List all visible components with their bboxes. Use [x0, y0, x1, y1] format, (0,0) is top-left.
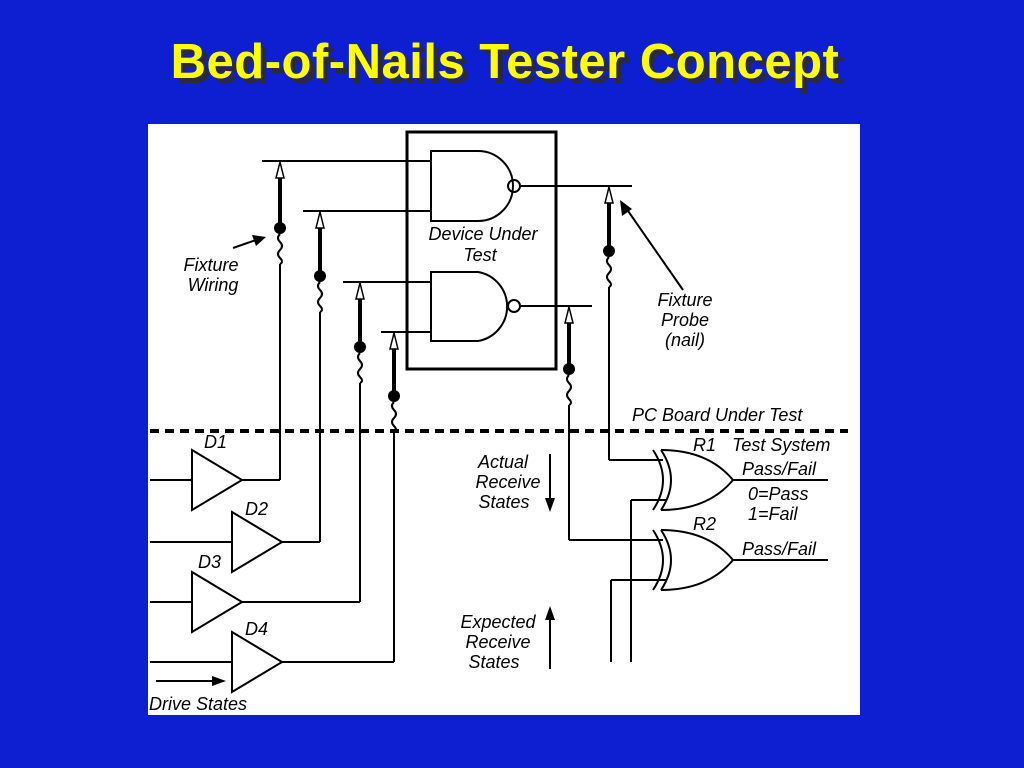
- pass-legend-label: 0=Pass: [748, 484, 809, 504]
- driver-d2-label: D2: [245, 499, 268, 519]
- fixture-probe-6: [563, 306, 663, 541]
- actual-receive-label: Actual: [477, 452, 529, 472]
- fixture-probe-arrow: [620, 200, 684, 291]
- fixture-probe-label-3: (nail): [665, 330, 705, 350]
- fixture-probe-label: Fixture: [657, 290, 712, 310]
- actual-receive-label-3: States: [478, 492, 529, 512]
- bed-of-nails-diagram: Fixture Wiring Device Under Test Fixture…: [148, 124, 860, 715]
- fail-legend-label: 1=Fail: [748, 504, 799, 524]
- driver-d3: [150, 570, 360, 634]
- drive-states-label: Drive States: [149, 694, 247, 714]
- driver-d2: [150, 510, 320, 574]
- nand-gate-2: [430, 271, 521, 342]
- nand-gate-1: [430, 150, 521, 222]
- fixture-probe-label-2: Probe: [661, 310, 709, 330]
- actual-receive-arrow: [545, 454, 555, 512]
- test-system-label: Test System: [732, 435, 830, 455]
- fixture-probe-3: [354, 282, 366, 602]
- drive-states-arrow: [156, 676, 226, 686]
- expected-receive-label-3: States: [468, 652, 519, 672]
- fixture-probe-2: [314, 211, 326, 542]
- driver-d1: [150, 448, 280, 512]
- fixture-wiring-label-2: Wiring: [188, 275, 239, 295]
- receiver-r2-xor: [610, 529, 828, 662]
- fixture-probe-5: [603, 186, 663, 461]
- device-under-test-label-2: Test: [463, 245, 497, 265]
- expected-receive-arrow: [545, 606, 555, 669]
- fixture-wiring-arrow: [232, 235, 266, 249]
- expected-receive-label: Expected: [460, 612, 536, 632]
- fixture-probe-4: [388, 332, 400, 662]
- receiver-r2-label: R2: [693, 514, 716, 534]
- driver-d1-label: D1: [204, 432, 227, 452]
- driver-d4: [150, 630, 394, 694]
- device-under-test-box: [405, 130, 558, 371]
- actual-receive-label-2: Receive: [475, 472, 540, 492]
- receiver-r1-label: R1: [693, 435, 716, 455]
- pass-fail-label-2: Pass/Fail: [742, 539, 817, 559]
- fixture-probe-1: [274, 161, 286, 480]
- expected-receive-label-2: Receive: [465, 632, 530, 652]
- driver-d4-label: D4: [245, 619, 268, 639]
- gate-wires: [262, 160, 632, 333]
- fixture-wiring-label: Fixture: [183, 255, 238, 275]
- pc-board-label: PC Board Under Test: [632, 405, 803, 425]
- driver-d3-label: D3: [198, 552, 221, 572]
- pass-fail-label-1: Pass/Fail: [742, 459, 817, 479]
- slide-title: Bed-of-Nails Tester Concept: [170, 35, 840, 89]
- device-under-test-label: Device Under: [428, 224, 538, 244]
